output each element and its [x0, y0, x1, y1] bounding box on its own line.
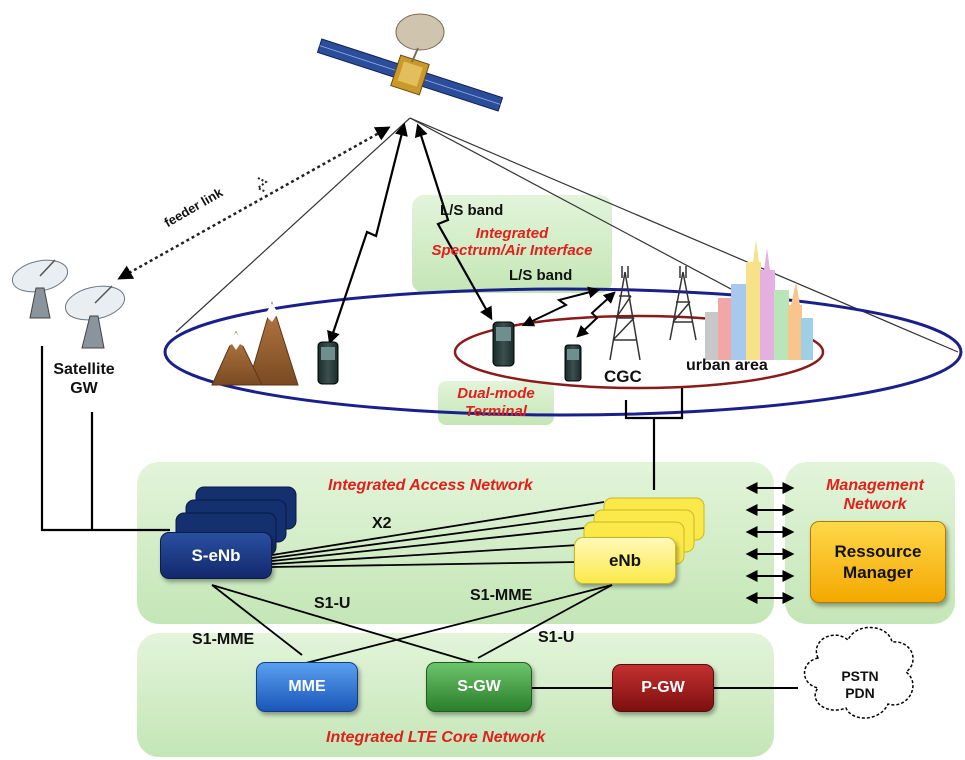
enb-box[interactable]: eNb: [574, 537, 676, 584]
mobile-phone-icon: [492, 321, 515, 367]
s-gw-box[interactable]: S-GW: [426, 662, 532, 712]
s1-mme-left-label: S1-MME: [192, 631, 255, 648]
mobile-phone-icon: [317, 341, 339, 385]
cell-tower-icon: [609, 266, 641, 361]
integrated-access-network-label: Integrated Access Network: [328, 477, 533, 494]
management-arrows: [745, 482, 795, 604]
satellite-icon: [316, 13, 504, 112]
s1-u-right-label: S1-U: [538, 629, 575, 646]
mountain-icon: [211, 301, 299, 386]
ls-band-mid-label: L/S band: [509, 267, 573, 284]
management-network-label: Management Network: [826, 477, 924, 514]
beam-line-right: [409, 117, 959, 353]
cell-tower-icon: [669, 266, 697, 341]
feeder-link-line: [117, 126, 391, 280]
s1-mme-enb-mme: [301, 584, 613, 665]
s-gw-label: S-GW: [457, 678, 501, 695]
s1-u-senb-sgw: [211, 584, 479, 665]
dish-antenna-icon: [64, 285, 126, 349]
city-skyline-icon: [705, 240, 813, 360]
ressource-manager-box[interactable]: Ressource Manager: [810, 521, 946, 603]
s1-mme-senb-mme: [211, 584, 303, 656]
urban-area-label: urban area: [686, 357, 768, 374]
x2-label: X2: [372, 515, 392, 532]
terrestrial-link-2: [576, 291, 616, 338]
sat-link-dual-mode: [414, 123, 493, 321]
s-enb-box[interactable]: S-eNb: [160, 532, 272, 579]
beam-line-left: [175, 117, 411, 333]
p-gw-label: P-GW: [641, 679, 685, 696]
dish-antenna-icon: [11, 259, 69, 319]
urban-ellipse: [453, 314, 825, 390]
p-gw-box[interactable]: P-GW: [612, 664, 714, 712]
mme-box[interactable]: MME: [256, 662, 358, 712]
cgc-label: CGC: [604, 367, 642, 386]
cloud-icon: [803, 626, 914, 719]
dual-mode-terminal-panel: [438, 381, 554, 425]
sat-link-phone-left: [327, 122, 408, 345]
dual-mode-terminal-label: Dual-mode Terminal: [457, 385, 535, 420]
s1-links: [211, 584, 613, 665]
enb-label: eNb: [608, 550, 642, 570]
satellite-gw-label: Satellite GW: [53, 361, 115, 398]
gw-backhaul-outer: [40, 346, 170, 532]
s1-u-enb-sgw: [477, 584, 613, 659]
ls-band-top-label: L/S band: [440, 202, 504, 219]
feeder-link-zigzag: [256, 177, 268, 193]
mobile-phone-icon: [564, 344, 582, 382]
s1-u-left-label: S1-U: [314, 595, 351, 612]
pstn-pdn-label: PSTN PDN: [841, 668, 879, 701]
s1-mme-right-label: S1-MME: [470, 587, 533, 604]
integrated-lte-core-label: Integrated LTE Core Network: [326, 729, 546, 746]
mme-label: MME: [288, 678, 326, 695]
integrated-spectrum-label: Integrated Spectrum/Air Interface: [431, 225, 593, 260]
s-enb-label: S-eNb: [191, 545, 241, 565]
ressource-manager-label: Ressource Manager: [834, 541, 922, 582]
x2-links: [271, 501, 605, 568]
